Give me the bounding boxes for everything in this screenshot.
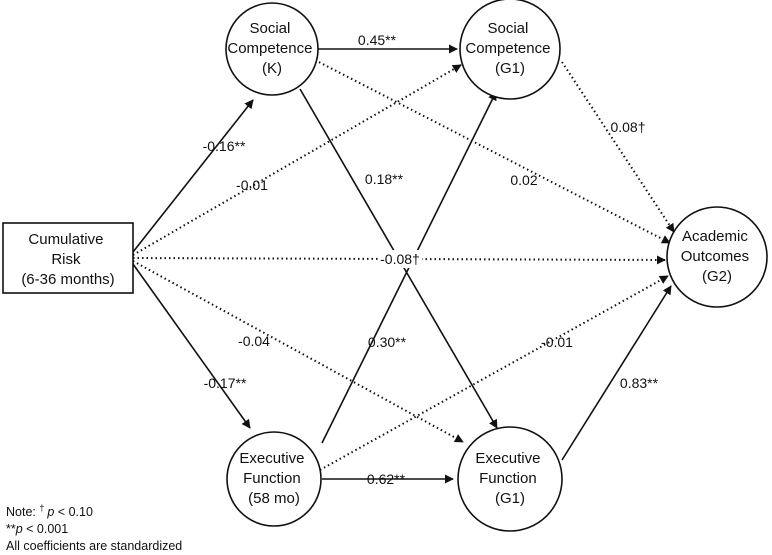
coef-ef-58-to-sc-g1: 0.30** xyxy=(368,334,407,350)
svg-text:Cumulative Risk (6: Cumulative Risk (6-36 months) xyxy=(21,231,114,288)
svg-text:Executive Function: Executive Function (58 mo) xyxy=(239,450,308,507)
path-risk-to-sc-g1 xyxy=(132,64,462,256)
svg-text:Academic Outcomes: Academic Outcomes (G2) xyxy=(681,228,754,285)
node-cumulative-risk: Cumulative Risk (6-36 months) xyxy=(2,222,134,294)
node-sc-k-line3: (K) xyxy=(262,60,282,77)
coef-risk-to-sc-g1: -0.01 xyxy=(236,177,268,193)
coef-risk-to-sc-k: -0.16** xyxy=(203,138,246,154)
node-sc-k-line1: Social xyxy=(249,20,290,37)
node-ef-g1-line2: Function xyxy=(479,470,537,487)
coef-ef-g1-to-academic: 0.83** xyxy=(620,375,659,391)
dagger-symbol: † xyxy=(39,503,44,513)
coef-sc-g1-to-academic: 0.08† xyxy=(610,119,645,135)
note: Note: †p < 0.10 **p < 0.001 All coeffici… xyxy=(6,503,182,553)
path-risk-to-sc-k xyxy=(132,99,254,253)
node-sc-g1-line3: (G1) xyxy=(495,60,525,77)
node-social-competence-k: Social Competence (K) xyxy=(225,2,319,96)
coef-sc-k-to-ef-g1: 0.18** xyxy=(365,171,404,187)
path-risk-to-ef-58 xyxy=(132,263,251,429)
node-academic-line2: Outcomes xyxy=(681,248,749,265)
path-risk-to-ef-g1 xyxy=(132,260,464,443)
node-sc-k-line2: Competence xyxy=(227,40,312,57)
node-academic-outcomes: Academic Outcomes (G2) xyxy=(666,206,768,308)
node-academic-line3: (G2) xyxy=(702,268,732,285)
svg-text:Social Competence: Social Competence (G1) xyxy=(465,20,554,77)
node-ef-g1-line1: Executive xyxy=(475,450,540,467)
svg-text:Executive Function: Executive Function (G1) xyxy=(475,450,544,507)
node-academic-line1: Academic xyxy=(682,228,748,245)
svg-text:Social Competence: Social Competence (K) xyxy=(227,20,316,77)
coef-sc-k-to-academic: 0.02 xyxy=(510,172,537,188)
coef-ef-58-to-ef-g1: 0.62** xyxy=(367,471,406,487)
node-executive-function-g1: Executive Function (G1) xyxy=(457,426,563,532)
node-sc-g1-line2: Competence xyxy=(465,40,550,57)
node-ef-58-line1: Executive xyxy=(239,450,304,467)
node-cumulative-risk-line1: Cumulative xyxy=(28,231,103,248)
node-sc-g1-line1: Social xyxy=(487,20,528,37)
path-ef-58-to-academic xyxy=(319,275,669,471)
note-line-1: Note: †p < 0.10 xyxy=(6,503,93,519)
coef-sc-k-to-sc-g1: 0.45** xyxy=(358,32,397,48)
node-cumulative-risk-line2: Risk xyxy=(51,251,81,268)
path-sc-g1-to-academic xyxy=(561,61,675,233)
note-line-2: **p < 0.001 xyxy=(6,522,68,536)
note-line-3: All coefficients are standardized xyxy=(6,539,182,553)
coef-risk-to-academic: -0.08† xyxy=(380,251,420,267)
node-executive-function-58mo: Executive Function (58 mo) xyxy=(226,431,322,527)
coef-risk-to-ef-58: -0.17** xyxy=(204,375,247,391)
node-cumulative-risk-line3: (6-36 months) xyxy=(21,271,114,288)
node-ef-58-line3: (58 mo) xyxy=(248,490,300,507)
node-ef-g1-line3: (G1) xyxy=(495,490,525,507)
path-ef-g1-to-academic xyxy=(561,285,672,461)
node-ef-58-line2: Function xyxy=(243,470,301,487)
coefficient-labels: -0.16** -0.01 -0.08† -0.04 -0.17** 0.45*… xyxy=(203,32,659,487)
coef-risk-to-ef-g1: -0.04 xyxy=(238,333,270,349)
coef-ef-58-to-academic: -0.01 xyxy=(541,334,573,350)
node-social-competence-g1: Social Competence (G1) xyxy=(459,0,561,100)
